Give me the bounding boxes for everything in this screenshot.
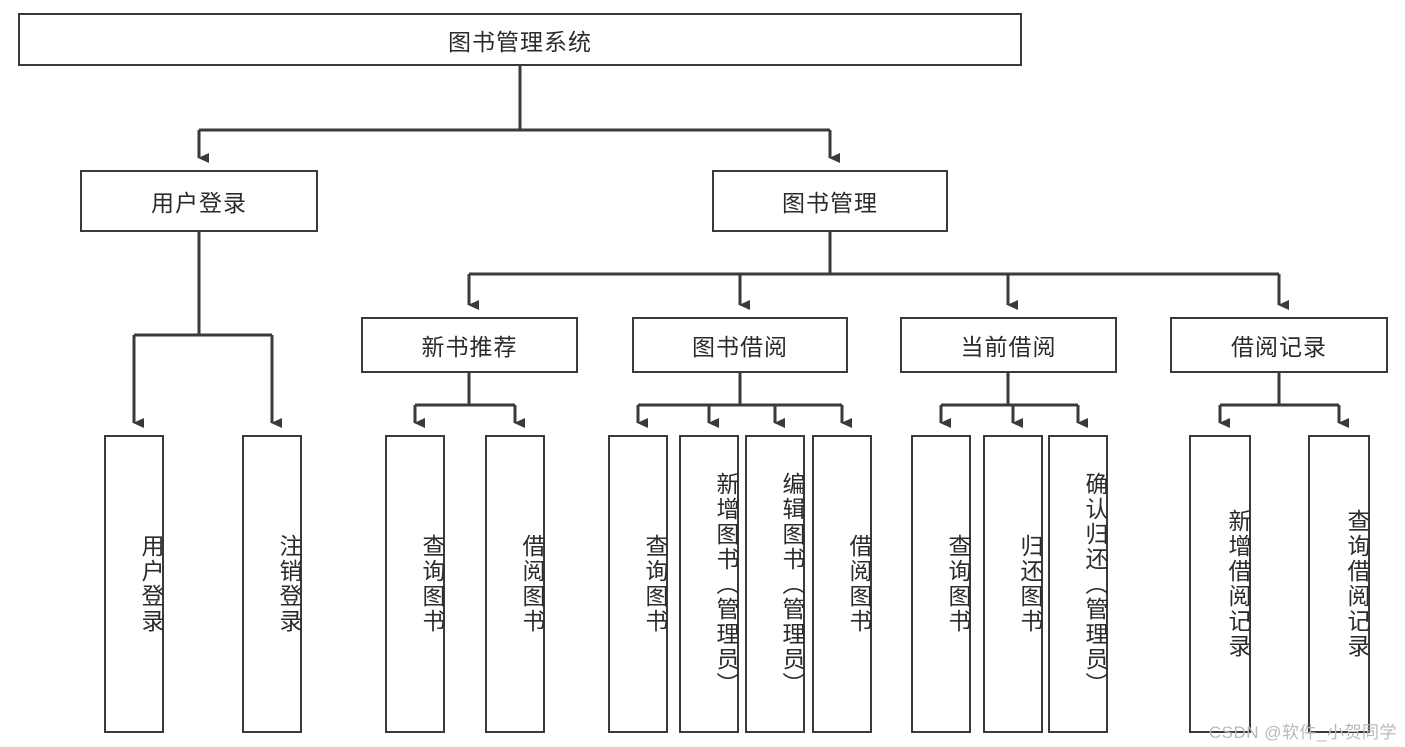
leaf-query-book-recommend[interactable]: 查询图书	[385, 435, 445, 733]
leaf-add-book-admin[interactable]: 新增图书（管理员）	[679, 435, 739, 733]
leaf-edit-book-admin[interactable]: 编辑图书（管理员）	[745, 435, 805, 733]
node-new-book-recommend[interactable]: 新书推荐	[361, 317, 578, 373]
watermark: CSDN @软件_小贺同学	[1208, 723, 1397, 742]
leaf-borrow-book-recommend-label: 借阅图书	[519, 534, 545, 634]
node-borrow-record[interactable]: 借阅记录	[1170, 317, 1388, 373]
leaf-user-login[interactable]: 用户登录	[104, 435, 164, 733]
node-current-borrow-label: 当前借阅	[960, 334, 1057, 360]
leaf-query-borrow-record-label: 查询借阅记录	[1344, 509, 1370, 659]
leaf-edit-book-admin-label: 编辑图书（管理员）	[779, 471, 805, 697]
leaf-borrow-book-label: 借阅图书	[846, 534, 872, 634]
leaf-add-borrow-record[interactable]: 新增借阅记录	[1189, 435, 1251, 733]
node-current-borrow[interactable]: 当前借阅	[900, 317, 1117, 373]
leaf-query-book-current-label: 查询图书	[945, 534, 971, 634]
leaf-add-book-admin-label: 新增图书（管理员）	[713, 471, 739, 697]
leaf-return-book[interactable]: 归还图书	[983, 435, 1043, 733]
node-user-login[interactable]: 用户登录	[80, 170, 318, 232]
leaf-add-borrow-record-label: 新增借阅记录	[1225, 509, 1251, 659]
node-book-management[interactable]: 图书管理	[712, 170, 948, 232]
node-borrow-record-label: 借阅记录	[1231, 334, 1327, 360]
leaf-logout-label: 注销登录	[276, 534, 302, 634]
node-root[interactable]: 图书管理系统	[18, 13, 1022, 66]
node-new-book-recommend-label: 新书推荐	[421, 334, 518, 360]
leaf-query-borrow-record[interactable]: 查询借阅记录	[1308, 435, 1370, 733]
leaf-query-book-recommend-label: 查询图书	[419, 534, 445, 634]
leaf-return-book-label: 归还图书	[1017, 534, 1043, 634]
leaf-borrow-book[interactable]: 借阅图书	[812, 435, 872, 733]
leaf-user-login-label: 用户登录	[138, 534, 164, 634]
leaf-confirm-return-admin[interactable]: 确认归还（管理员）	[1048, 435, 1108, 733]
node-book-borrow-label: 图书借阅	[692, 334, 788, 360]
node-user-login-label: 用户登录	[151, 190, 247, 216]
leaf-query-book-current[interactable]: 查询图书	[911, 435, 971, 733]
leaf-query-book-borrow[interactable]: 查询图书	[608, 435, 668, 733]
leaf-confirm-return-admin-label: 确认归还（管理员）	[1082, 471, 1108, 697]
leaf-query-book-borrow-label: 查询图书	[642, 534, 668, 634]
node-book-management-label: 图书管理	[782, 190, 878, 216]
node-book-borrow[interactable]: 图书借阅	[632, 317, 848, 373]
node-root-label: 图书管理系统	[448, 28, 592, 55]
leaf-borrow-book-recommend[interactable]: 借阅图书	[485, 435, 545, 733]
leaf-logout[interactable]: 注销登录	[242, 435, 302, 733]
